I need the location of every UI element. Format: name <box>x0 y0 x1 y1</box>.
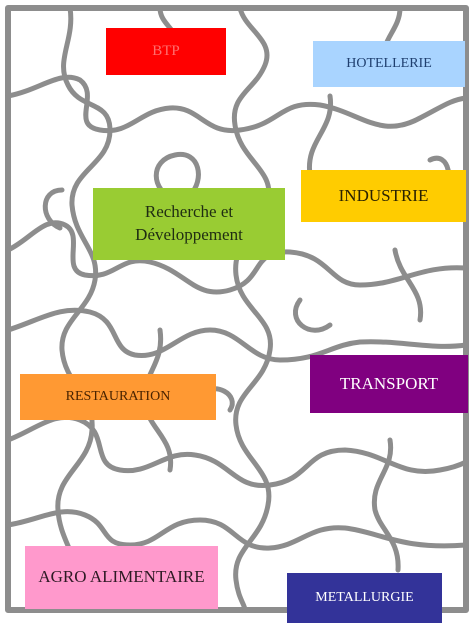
tile-btp: BTP <box>106 28 226 75</box>
tile-agro-alimentaire-label: AGRO ALIMENTAIRE <box>38 567 205 587</box>
tile-hotellerie-label: HOTELLERIE <box>346 55 432 71</box>
tile-industrie-label: INDUSTRIE <box>338 185 429 205</box>
tile-transport: TRANSPORT <box>310 355 468 413</box>
tile-industrie: INDUSTRIE <box>301 170 466 222</box>
tile-metallurgie: METALLURGIE <box>287 573 442 623</box>
tile-metallurgie-label: METALLURGIE <box>315 589 414 605</box>
tile-hotellerie: HOTELLERIE <box>313 41 465 87</box>
tile-agro-alimentaire: AGRO ALIMENTAIRE <box>25 546 218 609</box>
tile-transport-label: TRANSPORT <box>339 373 439 393</box>
tile-restauration-label: RESTAURATION <box>65 388 171 404</box>
tile-restauration: RESTAURATION <box>20 374 216 420</box>
tile-recherche-developpement: Recherche et Développement <box>93 188 285 260</box>
tile-btp-label: BTP <box>152 43 180 60</box>
tile-recherche-developpement-label: Recherche et Développement <box>135 202 243 244</box>
